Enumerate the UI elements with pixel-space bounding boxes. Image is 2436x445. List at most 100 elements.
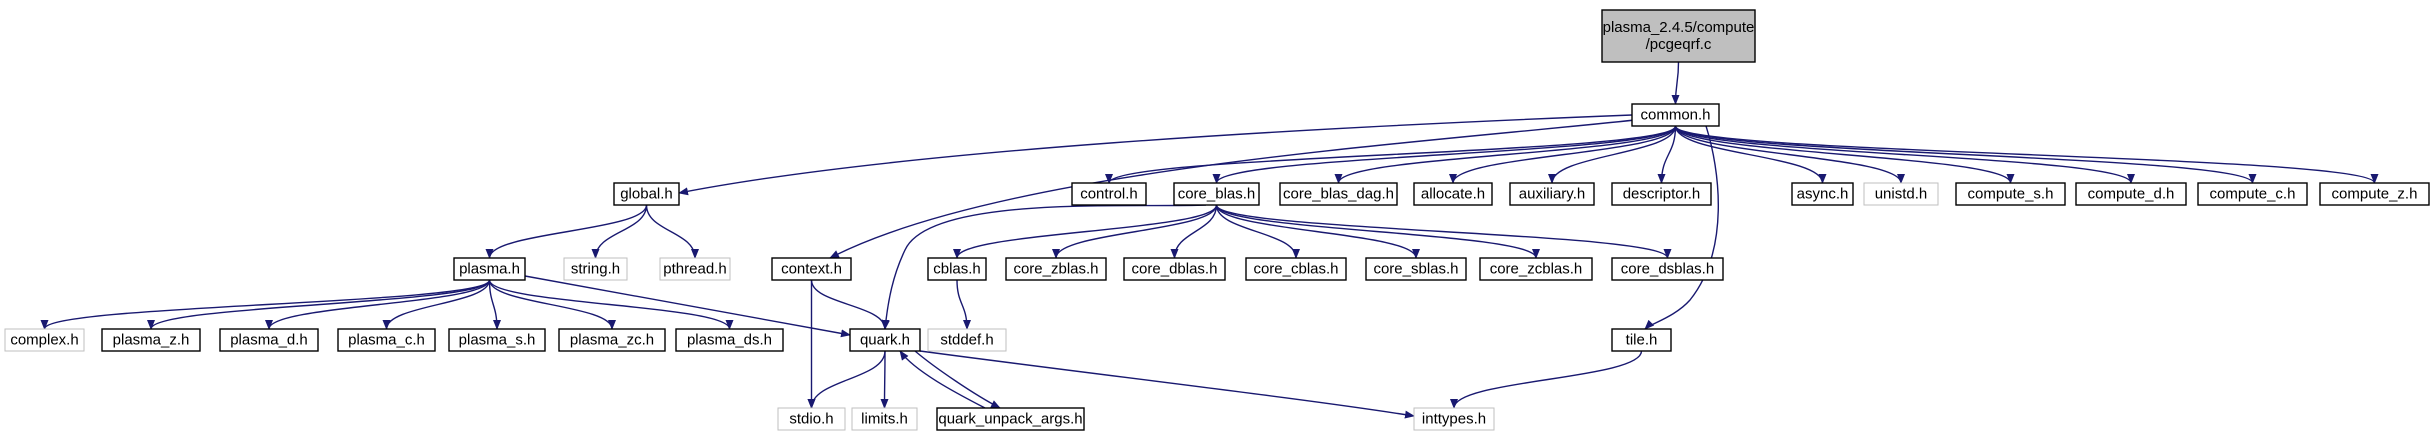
node-core-blas[interactable]: core_blas.h	[1173, 182, 1260, 206]
node-box-plasma-zc[interactable]	[558, 328, 666, 352]
edge-plasma-to-plasma-z	[147, 279, 491, 330]
node-box-pthread[interactable]	[659, 257, 731, 281]
node-plasma-s[interactable]: plasma_s.h	[448, 328, 546, 352]
node-plasma-zc[interactable]: plasma_zc.h	[558, 328, 666, 352]
node-box-limits[interactable]	[851, 407, 918, 431]
edge-global-to-plasma	[485, 204, 648, 259]
edge-plasma-to-plasma-d	[265, 279, 491, 330]
edge-core-blas-to-core-sblas	[1215, 204, 1420, 259]
node-plasma-z[interactable]: plasma_z.h	[101, 328, 201, 352]
node-plasma-d[interactable]: plasma_d.h	[219, 328, 319, 352]
node-quark[interactable]: quark.h	[849, 328, 921, 352]
node-box-inttypes[interactable]	[1413, 407, 1495, 431]
edge-plasma-to-plasma-c	[382, 279, 491, 330]
edge-plasma-to-plasma-zc	[488, 279, 616, 330]
node-quark-unpack-args[interactable]: quark_unpack_args.h	[936, 407, 1085, 431]
node-box-compute-s[interactable]	[1955, 182, 2066, 206]
node-box-tile[interactable]	[1611, 328, 1672, 352]
node-stdio[interactable]: stdio.h	[777, 407, 846, 431]
node-label-quark-unpack-args: quark_unpack_args.h	[938, 411, 1082, 428]
node-label-compute-z: compute_z.h	[2332, 186, 2418, 203]
node-box-descriptor[interactable]	[1611, 182, 1712, 206]
node-box-quark-unpack-args[interactable]	[936, 407, 1085, 431]
node-box-core-zcblas[interactable]	[1479, 257, 1593, 281]
node-box-complex[interactable]	[4, 328, 85, 352]
node-box-core-blas-dag[interactable]	[1279, 182, 1398, 206]
node-allocate[interactable]: allocate.h	[1413, 182, 1493, 206]
edge-plasma-to-quark	[524, 275, 851, 338]
node-box-stdio[interactable]	[777, 407, 846, 431]
node-string[interactable]: string.h	[563, 257, 628, 281]
node-auxiliary[interactable]: auxiliary.h	[1509, 182, 1595, 206]
node-box-plasma-d[interactable]	[219, 328, 319, 352]
node-stddef[interactable]: stddef.h	[927, 328, 1007, 352]
node-descriptor[interactable]: descriptor.h	[1611, 182, 1712, 206]
node-box-control[interactable]	[1071, 182, 1147, 206]
node-core-dblas[interactable]: core_dblas.h	[1123, 257, 1226, 281]
node-plasma[interactable]: plasma.h	[453, 257, 526, 281]
node-tile[interactable]: tile.h	[1611, 328, 1672, 352]
node-compute-z[interactable]: compute_z.h	[2319, 182, 2430, 206]
node-core-zcblas[interactable]: core_zcblas.h	[1479, 257, 1593, 281]
node-box-string[interactable]	[563, 257, 628, 281]
node-box-unistd[interactable]	[1863, 182, 1939, 206]
node-box-core-dblas[interactable]	[1123, 257, 1226, 281]
node-box-compute-c[interactable]	[2197, 182, 2308, 206]
node-box-allocate[interactable]	[1413, 182, 1493, 206]
node-box-plasma-z[interactable]	[101, 328, 201, 352]
node-compute-s[interactable]: compute_s.h	[1955, 182, 2066, 206]
node-box-auxiliary[interactable]	[1509, 182, 1595, 206]
node-async[interactable]: async.h	[1791, 182, 1854, 206]
node-inttypes[interactable]: inttypes.h	[1413, 407, 1495, 431]
node-box-plasma-s[interactable]	[448, 328, 546, 352]
node-limits[interactable]: limits.h	[851, 407, 918, 431]
node-box-plasma-ds[interactable]	[675, 328, 784, 352]
node-core-blas-dag[interactable]: core_blas_dag.h	[1279, 182, 1398, 206]
node-core-cblas[interactable]: core_cblas.h	[1245, 257, 1347, 281]
node-common[interactable]: common.h	[1631, 103, 1720, 127]
node-box-quark[interactable]	[849, 328, 921, 352]
node-label-cblas: cblas.h	[933, 261, 981, 278]
node-unistd[interactable]: unistd.h	[1863, 182, 1939, 206]
edge-common-to-descriptor	[1657, 125, 1677, 184]
node-box-plasma-c[interactable]	[337, 328, 436, 352]
node-complex[interactable]: complex.h	[4, 328, 85, 352]
node-core-dsblas[interactable]: core_dsblas.h	[1611, 257, 1724, 281]
node-control[interactable]: control.h	[1071, 182, 1147, 206]
node-context[interactable]: context.h	[771, 257, 852, 281]
node-box-plasma[interactable]	[453, 257, 526, 281]
node-box-core-zblas[interactable]	[1005, 257, 1107, 281]
node-box-stddef[interactable]	[927, 328, 1007, 352]
node-label-global: global.h	[620, 186, 673, 203]
node-box-root[interactable]	[1601, 9, 1756, 63]
node-box-cblas[interactable]	[927, 257, 987, 281]
edge-core-blas-to-core-dblas	[1170, 204, 1218, 259]
node-global[interactable]: global.h	[613, 182, 680, 206]
node-box-async[interactable]	[1791, 182, 1854, 206]
node-label-inttypes: inttypes.h	[1422, 411, 1486, 428]
node-box-compute-z[interactable]	[2319, 182, 2430, 206]
node-core-zblas[interactable]: core_zblas.h	[1005, 257, 1107, 281]
node-plasma-ds[interactable]: plasma_ds.h	[675, 328, 784, 352]
node-label-core-zcblas: core_zcblas.h	[1490, 261, 1583, 278]
node-compute-c[interactable]: compute_c.h	[2197, 182, 2308, 206]
node-label-tile: tile.h	[1626, 332, 1658, 349]
node-pthread[interactable]: pthread.h	[659, 257, 731, 281]
node-label-context: context.h	[781, 261, 842, 278]
node-box-common[interactable]	[1631, 103, 1720, 127]
node-label-compute-s: compute_s.h	[1968, 186, 2054, 203]
edge-global-to-pthread	[645, 204, 699, 259]
node-box-core-blas[interactable]	[1173, 182, 1260, 206]
node-box-core-sblas[interactable]	[1365, 257, 1467, 281]
node-cblas[interactable]: cblas.h	[927, 257, 987, 281]
node-compute-d[interactable]: compute_d.h	[2075, 182, 2187, 206]
node-core-sblas[interactable]: core_sblas.h	[1365, 257, 1467, 281]
node-box-global[interactable]	[613, 182, 680, 206]
node-box-core-dsblas[interactable]	[1611, 257, 1724, 281]
edge-cblas-to-stddef	[956, 279, 971, 330]
node-root[interactable]: plasma_2.4.5/compute/pcgeqrf.c	[1601, 9, 1756, 63]
node-box-compute-d[interactable]	[2075, 182, 2187, 206]
node-box-context[interactable]	[771, 257, 852, 281]
node-plasma-c[interactable]: plasma_c.h	[337, 328, 436, 352]
node-box-core-cblas[interactable]	[1245, 257, 1347, 281]
